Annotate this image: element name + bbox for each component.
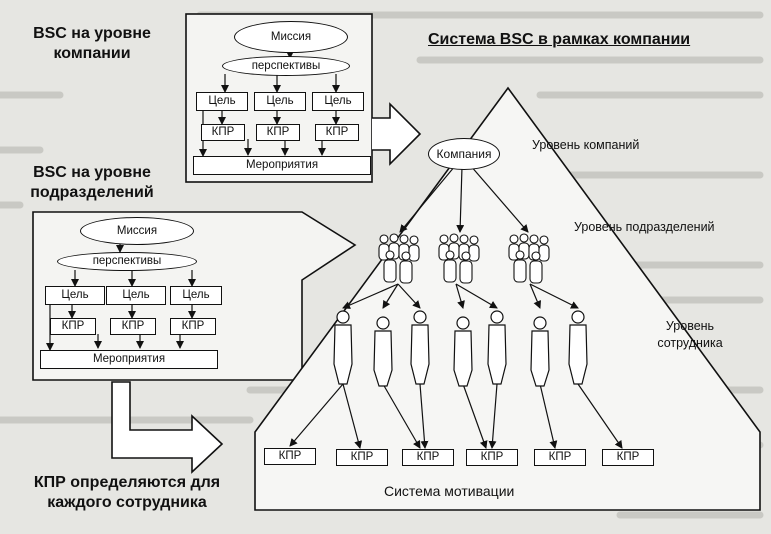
employee-figure (530, 316, 550, 387)
employee-figure (453, 316, 473, 387)
employee-figure (410, 310, 430, 385)
company-goal-1: Цель (196, 92, 248, 111)
employee-kpi-6: КПР (602, 449, 654, 466)
division-group-2 (438, 233, 480, 284)
company-mission: Миссия (234, 21, 348, 53)
employee-figure (373, 316, 393, 387)
division-bsc-heading: BSC на уровне подразделений (18, 163, 166, 203)
company-goal-3: Цель (312, 92, 364, 111)
employee-kpi-4: КПР (466, 449, 518, 466)
employee-kpi-2: КПР (336, 449, 388, 466)
company-perspectives: перспективы (222, 56, 350, 76)
company-bsc-heading-line2: компании (53, 45, 131, 62)
level-employee-line1: Уровень (665, 319, 715, 333)
division-goal-1: Цель (45, 286, 105, 305)
company-pyramid (254, 86, 761, 511)
division-kpi-3: КПР (170, 318, 216, 335)
division-bsc-heading-line1: BSC на уровне (33, 164, 151, 181)
company-bsc-heading-line1: BSC на уровне (33, 25, 151, 42)
level-employee-line2: сотрудника (657, 336, 723, 350)
employee-figure (568, 310, 588, 385)
employee-figure (487, 310, 507, 385)
division-activities: Мероприятия (40, 350, 218, 369)
company-kpi-1: КПР (201, 124, 245, 141)
division-groups (378, 233, 550, 284)
kpi-heading-line2: каждого сотрудника (47, 494, 207, 511)
division-mission: Миссия (80, 217, 194, 245)
division-group-1 (378, 233, 420, 284)
division-kpi-2: КПР (110, 318, 156, 335)
level-divisions-label: Уровень подразделений (574, 220, 715, 234)
level-company-label: Уровень компаний (532, 138, 640, 152)
company-bsc-heading: BSC на уровне компании (18, 24, 166, 64)
division-goal-3: Цель (170, 286, 222, 305)
company-kpi-3: КПР (315, 124, 359, 141)
motivation-system-label: Система мотивации (384, 483, 515, 499)
employees (333, 310, 588, 387)
division-bsc-heading-line2: подразделений (30, 184, 154, 201)
kpi-heading-line1: КПР определяются для (33, 474, 221, 491)
employee-figure (333, 310, 353, 385)
employee-kpi-5: КПР (534, 449, 586, 466)
company-node: Компания (428, 138, 500, 170)
employee-kpi-3: КПР (402, 449, 454, 466)
employee-kpi-1: КПР (264, 448, 316, 465)
division-kpi-1: КПР (50, 318, 96, 335)
division-goal-2: Цель (106, 286, 166, 305)
division-group-3 (508, 233, 550, 284)
diagram-title: Система BSC в рамках компании (428, 31, 691, 48)
company-goal-2: Цель (254, 92, 306, 111)
company-kpi-2: КПР (256, 124, 300, 141)
level-employee-label: Уровень сотрудника (640, 318, 740, 352)
division-perspectives: перспективы (57, 252, 197, 271)
kpi-heading: КПР определяются для каждого сотрудника (14, 473, 240, 513)
company-activities: Мероприятия (193, 156, 371, 175)
